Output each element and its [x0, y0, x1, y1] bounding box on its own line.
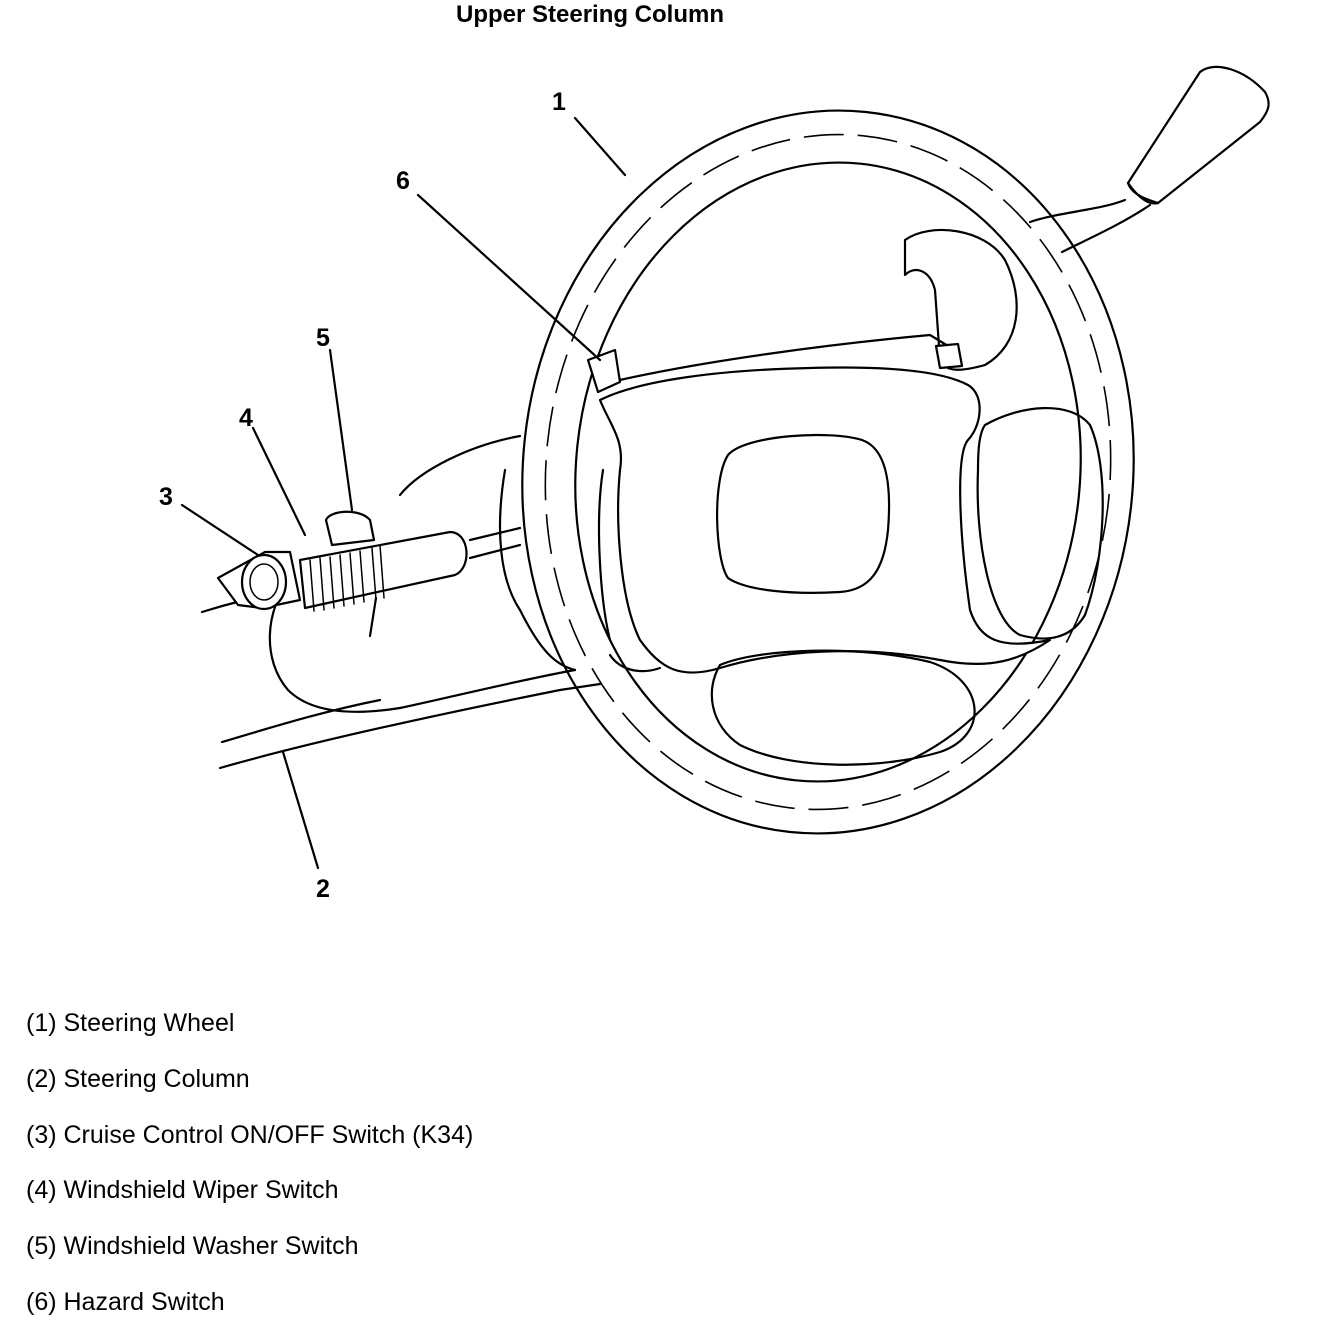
steering-column-illustration: 1 2 3 4 5 6 [159, 65, 1270, 903]
multifunction-lever [216, 510, 468, 638]
legend-item-cruise-control-switch: (3) Cruise Control ON/OFF Switch (K34) [26, 1120, 474, 1149]
legend-item-steering-column: (2) Steering Column [26, 1064, 250, 1093]
leader-3 [180, 503, 260, 557]
steering-column [200, 434, 602, 770]
leader-6 [416, 193, 602, 362]
callout-6: 6 [396, 167, 410, 195]
leader-5 [328, 348, 354, 512]
diagram-title: Upper Steering Column [455, 1, 725, 28]
steering-wheel [521, 109, 1135, 835]
legend-item-wiper-switch: (4) Windshield Wiper Switch [26, 1176, 339, 1205]
legend-item-washer-switch: (5) Windshield Washer Switch [26, 1232, 359, 1261]
callout-1: 1 [552, 88, 566, 116]
leader-4 [251, 426, 307, 537]
callout-2: 2 [316, 875, 330, 903]
shift-lever [1028, 65, 1270, 254]
legend-item-hazard-switch: (6) Hazard Switch [26, 1287, 225, 1316]
leader-1 [573, 116, 627, 177]
leader-lines [180, 116, 627, 870]
legend-item-steering-wheel: (1) Steering Wheel [26, 1009, 235, 1037]
callout-5: 5 [316, 324, 330, 352]
callout-3: 3 [159, 483, 173, 511]
callout-4: 4 [239, 404, 253, 432]
leader-2 [281, 750, 320, 870]
component-legend: (1) Steering Wheel (2) Steering Column (… [26, 1008, 473, 1343]
